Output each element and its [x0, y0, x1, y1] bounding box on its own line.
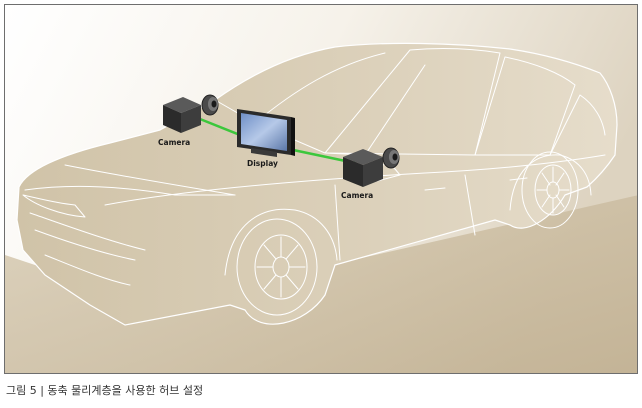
display-label: Display — [247, 159, 278, 168]
camera-left-label: Camera — [158, 138, 190, 147]
display-device — [237, 109, 295, 157]
camera-left-device — [163, 94, 219, 133]
camera-right-device — [343, 147, 400, 187]
car-details — [22, 48, 606, 316]
car-body — [16, 42, 618, 326]
figure-caption: 그림 5 | 동축 물리계층을 사용한 허브 설정 — [6, 384, 204, 397]
camera-right-label: Camera — [341, 191, 373, 200]
car-hub-diagram: Camera Display Camera — [5, 5, 637, 373]
figure-frame: Camera Display Camera — [4, 4, 638, 374]
